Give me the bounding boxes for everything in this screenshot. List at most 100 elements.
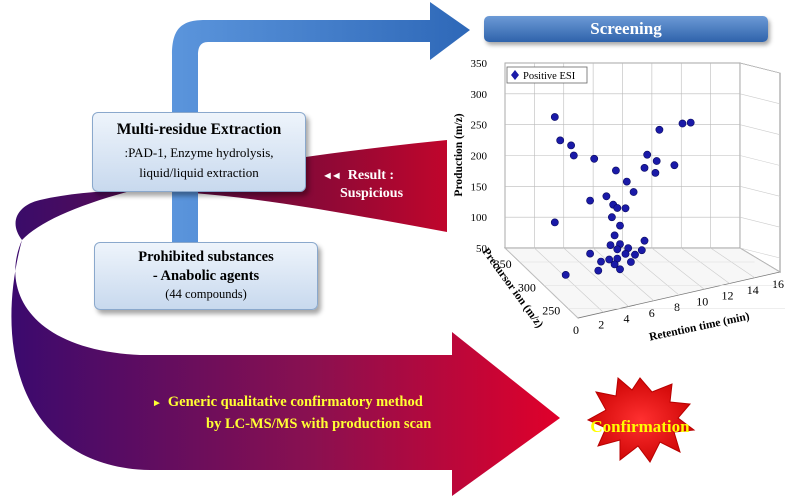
legend-marker bbox=[511, 70, 519, 80]
data-point bbox=[621, 249, 630, 258]
x-gridline-floor bbox=[710, 247, 755, 278]
data-point bbox=[651, 168, 660, 177]
x-gridline-floor bbox=[681, 247, 730, 284]
extraction-box: Multi-residue Extraction :PAD-1, Enzyme … bbox=[92, 112, 306, 192]
screening-banner: Screening bbox=[484, 16, 768, 42]
data-point bbox=[655, 125, 664, 134]
extraction-line-1: :PAD-1, Enzyme hydrolysis, bbox=[124, 145, 274, 160]
z-tick-label: 50 bbox=[476, 243, 488, 255]
data-point bbox=[550, 113, 559, 121]
data-point bbox=[556, 136, 565, 145]
substances-box: Prohibited substances - Anabolic agents … bbox=[94, 242, 318, 310]
z-gridline-side bbox=[739, 124, 781, 135]
z-tick-label: 250 bbox=[471, 120, 488, 132]
data-point bbox=[616, 221, 624, 230]
data-point bbox=[605, 255, 614, 264]
data-point bbox=[613, 204, 622, 212]
z-gridline-side bbox=[739, 247, 781, 259]
data-point bbox=[640, 236, 649, 245]
z-tick-label: 300 bbox=[471, 89, 488, 101]
data-point bbox=[594, 266, 603, 275]
data-point bbox=[590, 154, 599, 163]
x-tick-label: 4 bbox=[624, 312, 630, 326]
data-point bbox=[629, 188, 638, 196]
x-gridline-floor bbox=[651, 247, 705, 290]
x-tick-label: 2 bbox=[598, 317, 604, 331]
z-axis-title: Production (m/z) bbox=[453, 113, 465, 196]
result-suspicious: Suspicious bbox=[340, 186, 404, 201]
z-gridline-side bbox=[739, 93, 781, 105]
z-tick-label: 150 bbox=[471, 181, 488, 193]
data-point bbox=[569, 151, 578, 160]
data-point bbox=[631, 250, 639, 259]
method-line-1: ► Generic qualitative confirmatory method bbox=[152, 394, 423, 411]
x-tick-label: 6 bbox=[649, 306, 655, 320]
x-gridline-floor bbox=[739, 247, 781, 273]
data-point bbox=[652, 157, 661, 165]
y-tick-label: 350 bbox=[494, 257, 512, 271]
data-point bbox=[643, 150, 652, 159]
extraction-line-2: liquid/liquid extraction bbox=[139, 165, 259, 180]
z-gridline-side bbox=[739, 186, 781, 197]
x-tick-label: 10 bbox=[696, 294, 708, 308]
x-gridline-floor bbox=[504, 247, 579, 319]
z-tick-label: 200 bbox=[471, 151, 488, 163]
data-point bbox=[622, 177, 631, 186]
data-point bbox=[561, 270, 570, 279]
z-tick-label: 100 bbox=[471, 212, 488, 224]
z-gridline-side bbox=[739, 155, 781, 166]
data-point bbox=[613, 245, 622, 254]
data-point bbox=[640, 163, 649, 172]
x-tick-label: 16 bbox=[772, 277, 784, 291]
data-point bbox=[621, 204, 630, 213]
confirmation-label: Confirmation bbox=[590, 417, 690, 436]
x-gridline-floor bbox=[592, 247, 654, 301]
x-gridline-floor bbox=[563, 247, 629, 307]
method-text-1: Generic qualitative confirmatory method bbox=[167, 394, 423, 410]
data-point bbox=[567, 141, 575, 150]
x-axis-title: Retention time (min) bbox=[648, 311, 751, 344]
z-gridline-side bbox=[739, 216, 781, 228]
result-label: Result : bbox=[347, 168, 395, 183]
screening-label: Screening bbox=[590, 19, 662, 38]
confirmation-arrow bbox=[11, 240, 560, 496]
data-point bbox=[602, 192, 611, 201]
data-point bbox=[608, 213, 616, 222]
confirmation-starburst bbox=[586, 377, 696, 463]
extraction-title: Multi-residue Extraction bbox=[116, 121, 282, 138]
data-point bbox=[610, 231, 619, 240]
z-tick-label: 350 bbox=[471, 58, 488, 70]
screening-arrow bbox=[172, 2, 470, 245]
result-arrows: ◄◄ bbox=[322, 170, 342, 182]
result-text: ◄◄ Result : bbox=[322, 168, 394, 184]
data-point bbox=[627, 258, 635, 266]
data-point bbox=[550, 218, 559, 227]
z-gridline-side bbox=[739, 62, 781, 74]
method-bullet: ► bbox=[152, 398, 162, 409]
scatter-3d-chart: 50 100 150 200 250 300 350 0 2 4 6 8 10 12 14 16 250 300 3… bbox=[453, 58, 785, 344]
data-point bbox=[637, 246, 646, 255]
chart-side-wall bbox=[739, 62, 781, 273]
data-point bbox=[586, 249, 594, 258]
y-tick-label: 300 bbox=[518, 280, 536, 294]
x-tick-label: 14 bbox=[747, 283, 759, 297]
data-point bbox=[586, 196, 594, 205]
data-point bbox=[597, 257, 605, 266]
substances-line-1: Prohibited substances bbox=[138, 249, 274, 265]
x-tick-label: 12 bbox=[722, 289, 734, 303]
x-tick-label: 0 bbox=[573, 323, 579, 337]
x-tick-label: 8 bbox=[674, 300, 680, 314]
data-point bbox=[616, 265, 624, 274]
x-gridline-floor bbox=[534, 247, 604, 313]
legend-label: Positive ESI bbox=[523, 71, 576, 82]
data-point bbox=[678, 119, 687, 128]
data-point bbox=[606, 241, 615, 249]
method-line-2: by LC-MS/MS with production scan bbox=[206, 416, 432, 432]
substances-line-2: - Anabolic agents bbox=[152, 268, 260, 284]
data-point bbox=[670, 161, 679, 170]
substances-line-3: (44 compounds) bbox=[165, 287, 247, 301]
data-point bbox=[610, 260, 619, 269]
y-tick-label: 250 bbox=[542, 304, 560, 318]
